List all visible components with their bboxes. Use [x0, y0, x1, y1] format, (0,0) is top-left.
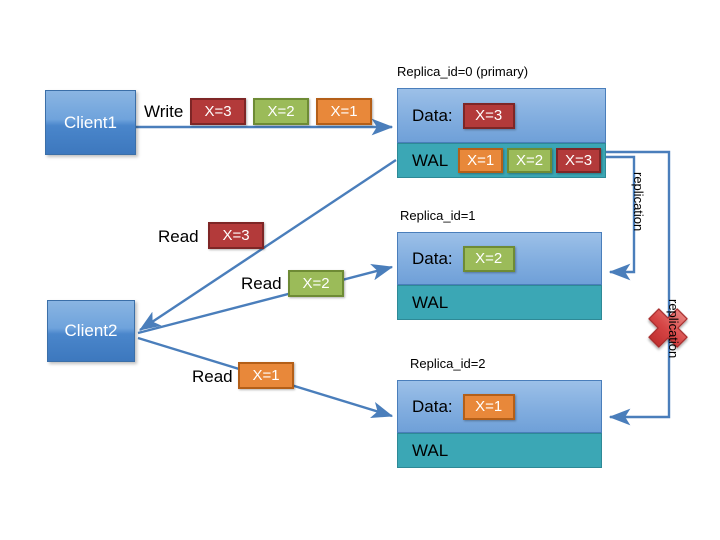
replica2-caption: Replica_id=2 — [410, 356, 486, 371]
replica0-data-value: X=3 — [462, 102, 515, 129]
write-chip-x3: X=3 — [190, 98, 246, 125]
replication-link-primary-to-replica1 — [606, 155, 636, 281]
replica0-data-row: Data: X=3 — [397, 88, 606, 143]
x-mark-icon — [648, 308, 688, 348]
replication-label-1: replication — [631, 172, 646, 232]
arrow-read-client2-to-replica1 — [137, 264, 394, 335]
replica0-data-label: Data: — [412, 105, 453, 125]
replica0-wal-entry-0: X=1 — [458, 148, 504, 173]
replica0-wal-entry-1-label: X=2 — [516, 152, 544, 169]
replica1-data-label: Data: — [412, 248, 453, 268]
write-chip-x2-label: X=2 — [267, 103, 295, 120]
client2-node[interactable]: Client2 — [47, 300, 135, 362]
replica2-wal-label: WAL — [412, 440, 449, 460]
replica0-wal-entry-1: X=2 — [507, 148, 553, 173]
write-chip-x3-label: X=3 — [204, 103, 232, 120]
replica2-data-value-label: X=1 — [475, 398, 503, 415]
replica1-wal-label: WAL — [412, 292, 449, 312]
replica1-data-row: Data: X=2 — [397, 232, 602, 285]
replica2-data-value: X=1 — [462, 393, 515, 420]
write-chip-x1-label: X=1 — [330, 103, 358, 120]
client1-label: Client1 — [64, 112, 117, 132]
client2-label: Client2 — [64, 321, 118, 340]
replica0-wal-entry-2: X=3 — [556, 148, 601, 173]
replica1-data-value: X=2 — [462, 245, 515, 272]
replica2-data-label: Data: — [412, 396, 453, 416]
replica1-caption: Replica_id=1 — [400, 208, 476, 223]
replica2-wal-row: WAL — [397, 433, 602, 468]
replication-link-primary-to-replica2 — [606, 150, 671, 426]
read-chip-x1-label: X=1 — [252, 367, 280, 384]
read-label-1: Read — [158, 227, 199, 246]
read-label-3: Read — [192, 367, 233, 386]
arrow-read-primary-to-client2 — [139, 159, 397, 331]
read-chip-x3: X=3 — [208, 222, 264, 249]
read-label-2: Read — [241, 274, 282, 293]
replica0-data-value-label: X=3 — [475, 107, 503, 124]
replica0-wal-label: WAL — [412, 150, 449, 170]
replication-label-2: replication — [666, 299, 681, 359]
client1-node[interactable]: Client1 — [45, 90, 136, 155]
write-label: Write — [144, 102, 184, 121]
write-chip-x1: X=1 — [316, 98, 372, 125]
read-chip-x3-label: X=3 — [222, 227, 250, 244]
replica0-wal-row: WAL X=1 X=2 X=3 — [397, 143, 606, 178]
read-chip-x2: X=2 — [288, 270, 344, 297]
replica0-wal-entry-0-label: X=1 — [467, 152, 495, 169]
replica0-wal-entry-2-label: X=3 — [564, 152, 593, 169]
read-chip-x1: X=1 — [238, 362, 294, 389]
read-chip-x2-label: X=2 — [302, 275, 330, 292]
replica1-data-value-label: X=2 — [475, 250, 503, 267]
write-chip-x2: X=2 — [253, 98, 309, 125]
replica2-data-row: Data: X=1 — [397, 380, 602, 433]
replica0-caption: Replica_id=0 (primary) — [397, 64, 529, 79]
replica1-wal-row: WAL — [397, 285, 602, 320]
